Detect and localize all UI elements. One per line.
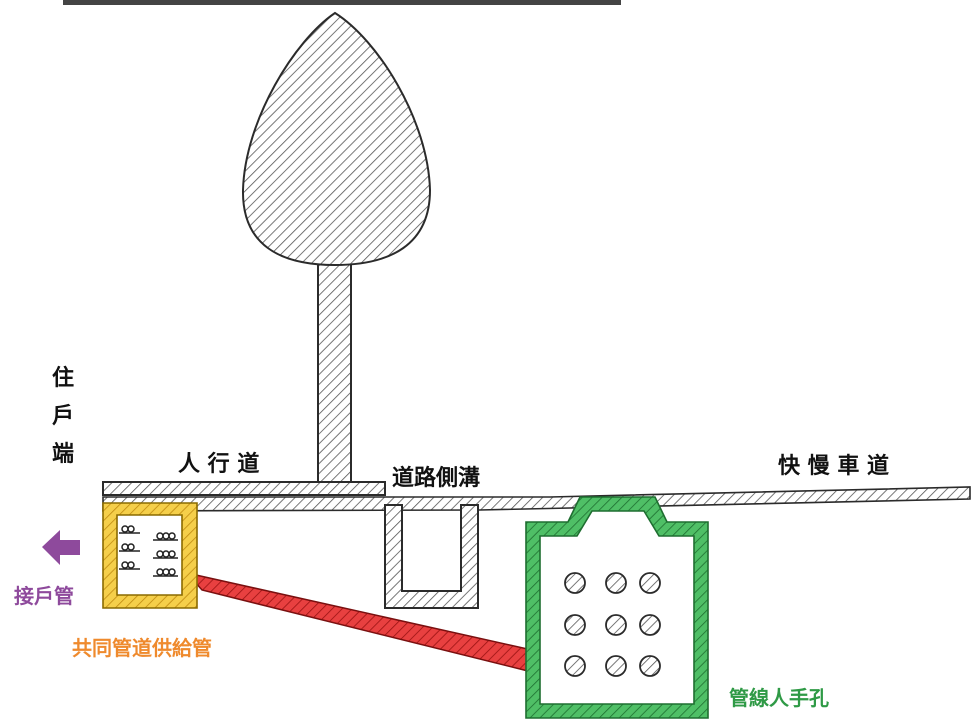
manhole-label: 管線人手孔	[729, 686, 829, 710]
cable-coil-icon	[153, 532, 178, 541]
conduit-icon	[564, 655, 586, 677]
conduit-icon	[639, 572, 661, 594]
conduit-icon	[605, 655, 627, 677]
conduit-icon	[605, 614, 627, 636]
left-arrow-icon	[42, 530, 80, 565]
cable-coil-icon	[119, 525, 140, 534]
road-gutter-label: 道路側溝	[392, 466, 481, 491]
resident-side-char: 住	[52, 366, 75, 391]
utility-supply-pipe	[184, 571, 533, 673]
conduit-icon	[564, 614, 586, 636]
cable-coil-icon	[119, 561, 140, 570]
top-bar	[63, 0, 621, 5]
manhole	[525, 496, 709, 719]
traffic-lane-label: 快 慢 車 道	[778, 454, 889, 479]
service-pipe-label: 接戶管	[14, 584, 74, 608]
resident-side-label: 住 戶 端	[52, 360, 74, 474]
cable-coil-icon	[119, 543, 140, 552]
manhole-conduits	[564, 572, 661, 677]
conduit-icon	[639, 614, 661, 636]
supply-box	[102, 502, 198, 609]
street-tree	[241, 11, 432, 487]
cable-coil-icon	[153, 550, 178, 559]
road-gutter	[384, 504, 479, 609]
utility-supply-pipe-label: 共同管道供給管	[72, 636, 212, 660]
cable-coils	[119, 525, 178, 577]
resident-side-char: 戶	[52, 404, 75, 429]
resident-side-char: 端	[52, 442, 75, 467]
conduit-icon	[564, 572, 586, 594]
conduit-icon	[605, 572, 627, 594]
tree-trunk	[317, 261, 352, 487]
sidewalk-label: 人 行 道	[178, 452, 260, 477]
cable-coil-icon	[153, 568, 178, 577]
sidewalk-slab	[102, 481, 386, 496]
tree-crown	[241, 11, 432, 267]
conduit-icon	[639, 655, 661, 677]
